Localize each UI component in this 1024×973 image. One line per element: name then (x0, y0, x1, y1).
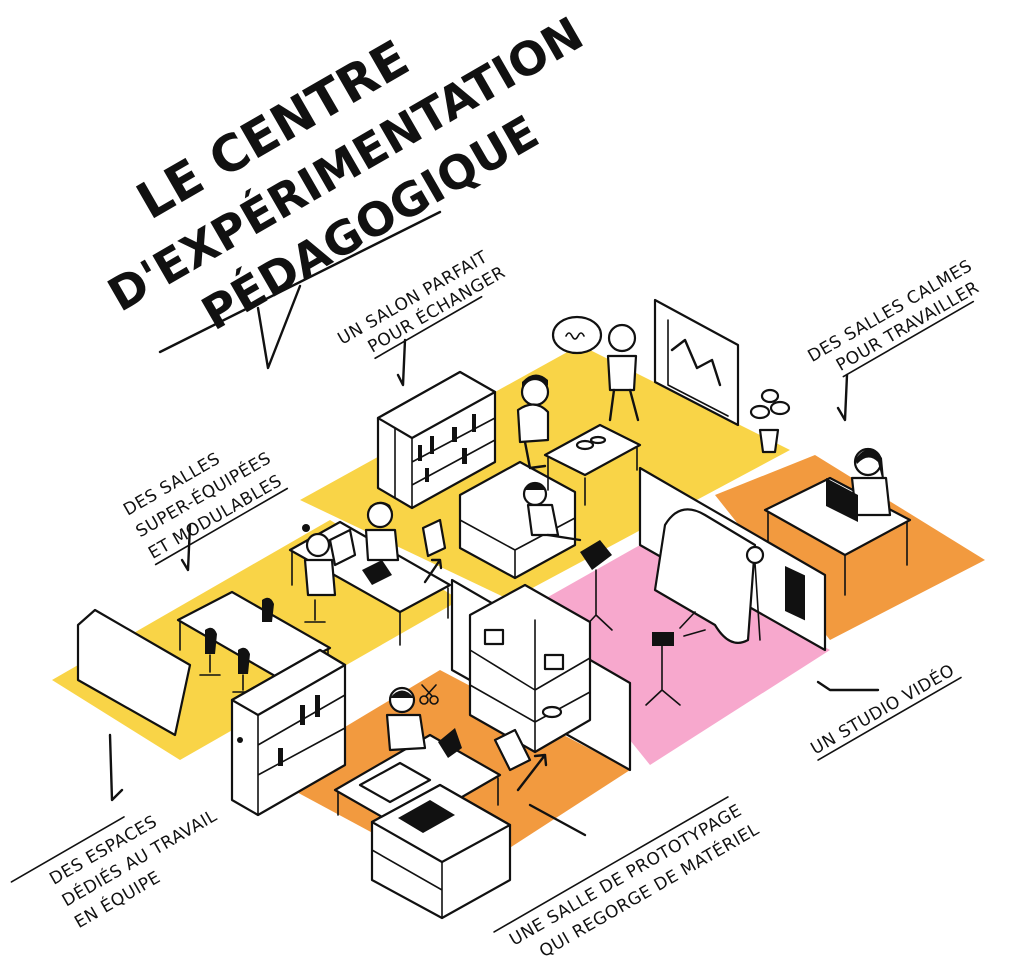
title-speech-tail (158, 210, 442, 370)
prototype-shelf (468, 583, 592, 754)
plant-icon (749, 388, 791, 454)
scissors-icon (419, 684, 439, 705)
label-salles-calmes: DES SALLES CALMES POUR TRAVAILLER (805, 256, 983, 378)
chair-3 (262, 597, 274, 622)
arrow-prototype (516, 753, 548, 792)
coffee-table (543, 423, 642, 506)
camera-icon (645, 611, 706, 706)
laptop-2 (362, 560, 392, 585)
chart-board-icon (653, 298, 740, 427)
pointer-studio (816, 680, 880, 692)
pointer-espaces (108, 733, 124, 802)
person-standing-lounge (606, 323, 640, 422)
person-seated-lounge (516, 374, 550, 470)
pointer-salles-calmes (836, 373, 849, 422)
svg-text:UN STUDIO VIDÉO: UN STUDIO VIDÉO (807, 659, 959, 759)
person-desk-1 (302, 524, 337, 623)
pointer-salon (396, 338, 407, 387)
label-salon: UN SALON PARFAIT POUR ÉCHANGER (335, 247, 509, 360)
storage-shelf-left (230, 648, 347, 817)
chair-2 (232, 647, 254, 693)
arrow-desk (423, 558, 443, 584)
person-quiet (850, 447, 892, 517)
studio-panel (785, 566, 805, 621)
fabric-piece (438, 728, 462, 758)
floor-yellow-lounge (300, 345, 790, 600)
pointer-salles-equipees (180, 523, 192, 572)
label-salles-equipees: DES SALLES SUPER-ÉQUIPÉES ET MODULABLES (120, 447, 289, 566)
monitor-quiet (826, 478, 858, 522)
title-block: LE CENTRE D'EXPÉRIMENTATION PÉDAGOGIQUE (99, 6, 592, 341)
person-sofa (522, 481, 582, 542)
bookshelf-lounge (376, 370, 497, 510)
person-prototype (385, 686, 427, 752)
backdrop-paper (653, 508, 765, 644)
pointer-prototypage (528, 803, 587, 837)
printer-machine (370, 783, 512, 920)
label-studio: UN STUDIO VIDÉO (807, 659, 962, 761)
person-desk-2 (364, 501, 400, 562)
tablet (421, 518, 447, 558)
laptop-1 (328, 528, 357, 567)
paper-stack (493, 728, 532, 772)
chair-1 (199, 627, 221, 676)
floor-pink-studio (525, 545, 830, 765)
partition-wall (76, 608, 192, 737)
speech-bubble-icon (551, 315, 603, 355)
label-espaces: DES ESPACES DÉDIÉS AU TRAVAIL EN ÉQUIPE (10, 804, 221, 933)
svg-text:QUI REGORGE DE MATÉRIEL: QUI REGORGE DE MATÉRIEL (535, 818, 763, 962)
